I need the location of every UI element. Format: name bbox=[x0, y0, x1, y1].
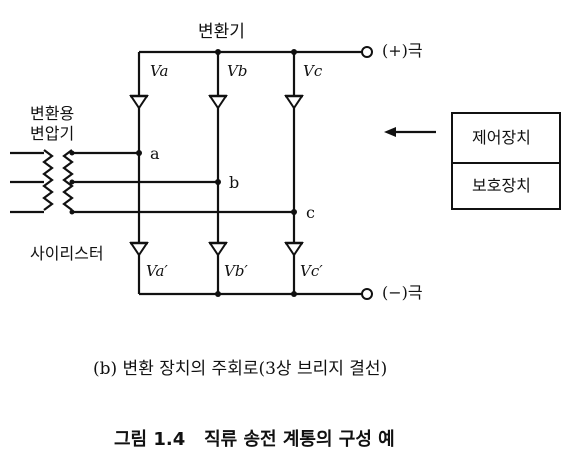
thyristor-lower-b-icon bbox=[208, 242, 228, 257]
negative-terminal-label: (−)극 bbox=[382, 283, 423, 302]
junction-bottom-b bbox=[215, 291, 221, 297]
junction-node-c bbox=[291, 209, 297, 215]
positive-terminal-circle bbox=[361, 46, 373, 58]
junction-node-a bbox=[136, 150, 142, 156]
converter-title: 변환기 bbox=[198, 22, 245, 42]
positive-terminal-label: (+)극 bbox=[382, 41, 423, 60]
voltage-label-va-prime: Va′ bbox=[146, 262, 168, 280]
control-arrow-head bbox=[384, 127, 396, 137]
transformer-dot-2 bbox=[69, 179, 75, 185]
protection-box bbox=[451, 162, 561, 210]
phase-node-b: b bbox=[229, 173, 240, 192]
junction-top-b bbox=[215, 49, 221, 55]
voltage-label-vc-prime: Vc′ bbox=[300, 262, 323, 280]
junction-top-c bbox=[291, 49, 297, 55]
figure-caption: 그림 1.4 직류 송전 계통의 구성 예 bbox=[114, 429, 395, 450]
thyristor-upper-c-icon bbox=[284, 95, 304, 110]
transformer-label-line2: 변압기 bbox=[30, 124, 75, 143]
transformer-secondary-coil bbox=[62, 149, 74, 211]
voltage-label-vc: Vc bbox=[303, 62, 323, 80]
thyristor-upper-a-icon bbox=[129, 95, 149, 110]
phase-node-a: a bbox=[150, 144, 160, 163]
control-box-label: 제어장치 bbox=[472, 128, 531, 147]
transformer-primary-coil bbox=[42, 149, 54, 211]
junction-node-b bbox=[215, 179, 221, 185]
transformer-dot-1 bbox=[69, 150, 75, 156]
sub-caption: (b) 변환 장치의 주회로(3상 브리지 결선) bbox=[93, 359, 388, 379]
voltage-label-va: Va bbox=[150, 62, 169, 80]
thyristor-upper-b-icon bbox=[208, 95, 228, 110]
protection-box-label: 보호장치 bbox=[472, 176, 531, 195]
voltage-label-vb: Vb bbox=[227, 62, 248, 80]
thyristor-lower-c-icon bbox=[284, 242, 304, 257]
transformer-label-line1: 변환용 bbox=[30, 104, 75, 123]
transformer-dot-3 bbox=[69, 209, 75, 215]
negative-terminal-circle bbox=[361, 288, 373, 300]
junction-bottom-c bbox=[291, 291, 297, 297]
phase-node-c: c bbox=[306, 203, 315, 222]
thyristor-lower-a-icon bbox=[129, 242, 149, 257]
voltage-label-vb-prime: Vb′ bbox=[224, 262, 248, 280]
thyristor-label: 사이리스터 bbox=[30, 244, 104, 263]
